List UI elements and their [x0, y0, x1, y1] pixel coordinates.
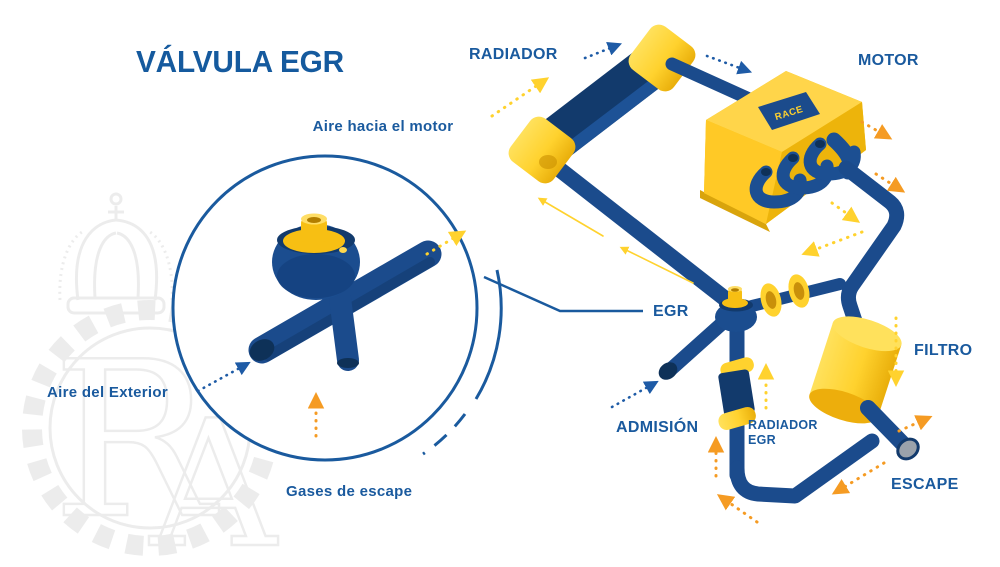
radiator-graphic	[508, 24, 696, 184]
flow-arrow-to-engine	[705, 54, 753, 75]
page-title: VÁLVULA EGR	[136, 44, 344, 79]
flow-arrow-manifold-down	[830, 201, 861, 223]
engine-graphic: RACE	[700, 71, 866, 232]
pipe-radiator-egr	[537, 150, 745, 316]
label-exhaust: ESCAPE	[891, 476, 959, 493]
pipe-exhaust-down	[838, 160, 905, 338]
label-egr-radiator: RADIADOR EGR	[748, 418, 818, 448]
label-egr: EGR	[653, 303, 689, 320]
exhaust-opening	[896, 437, 920, 461]
egr-coupling	[746, 274, 846, 317]
flow-arrow-to-coupling	[801, 230, 864, 257]
egr-callout-line	[483, 275, 643, 313]
flow-arrow-return-2	[716, 494, 759, 524]
flow-arrow-return-1	[831, 461, 886, 495]
flow-arrow-radiator-top	[583, 42, 622, 60]
flow-arrow-exhaust-1	[860, 120, 893, 140]
flow-arrow-exhaust-2	[874, 172, 906, 193]
engine-badge: RACE	[758, 92, 820, 130]
intake-opening	[658, 362, 678, 380]
engine-system-graphic: RACE	[490, 24, 933, 524]
flow-arrow-radiator-left	[490, 77, 550, 118]
label-filter: FILTRO	[914, 342, 973, 359]
label-egr-radiator-line2: EGR	[748, 432, 776, 447]
label-egr-radiator-line1: RADIADOR	[748, 418, 818, 432]
filter-graphic	[809, 316, 902, 424]
pipe-radiator-engine	[665, 57, 763, 109]
flow-arrow-egr-pipe-1	[537, 197, 604, 237]
label-air-to-engine: Aire hacia el motor	[312, 118, 454, 135]
label-intake: ADMISIÓN	[616, 419, 699, 436]
label-radiator: RADIADOR	[469, 46, 558, 63]
tailpipe-graphic	[860, 400, 920, 461]
egr-valve-small	[715, 286, 757, 332]
egr-radiator-graphic	[718, 357, 756, 430]
label-outside-air: Aire del Exterior	[47, 384, 168, 401]
flow-arrow-outside-air	[196, 361, 251, 393]
flow-arrow-intake	[610, 380, 659, 409]
crown-icon	[58, 192, 174, 315]
egr-valve-inset	[171, 154, 643, 462]
decorative-arc	[474, 269, 503, 400]
label-engine: MOTOR	[858, 52, 919, 69]
flow-arrow-air-out	[425, 230, 467, 256]
pipe-exhaust-return	[729, 433, 880, 504]
label-exhaust-gases: Gases de escape	[286, 483, 413, 500]
flow-arrow-escape-out	[897, 415, 933, 433]
flow-arrow-egr-pipe-2	[619, 246, 694, 284]
egr-valve-illustration	[248, 213, 442, 371]
decorative-dashed-arc	[422, 413, 467, 456]
